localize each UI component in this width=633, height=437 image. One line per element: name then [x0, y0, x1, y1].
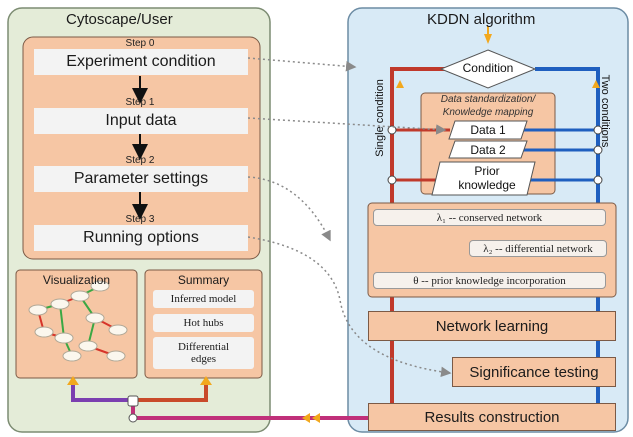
- theta-pill[interactable]: θ -- prior knowledge incorporation: [373, 272, 606, 289]
- data1-shape: [448, 120, 528, 140]
- summary-item-inferred-model[interactable]: Inferred model: [153, 290, 254, 308]
- single-condition-label: Single condition: [374, 79, 386, 157]
- step2-label: Step 2: [125, 155, 155, 166]
- step3-box[interactable]: Running options: [34, 225, 248, 251]
- data2-text: Data 2: [470, 143, 506, 157]
- left-panel-title: Cytoscape/User: [66, 11, 173, 28]
- data2-shape: [448, 140, 528, 159]
- two-conditions-line: [535, 67, 600, 418]
- step1-label: Step 1: [125, 97, 155, 108]
- step2-box[interactable]: Parameter settings: [34, 166, 248, 192]
- step3-text: Running options: [83, 229, 199, 246]
- lambda1-pill[interactable]: λ₁ -- conserved network: [373, 209, 606, 226]
- data-block-title: Data standardization/ Knowledge mapping: [440, 94, 536, 118]
- network-graph: [28, 280, 128, 362]
- step1-box[interactable]: Input data: [34, 108, 248, 134]
- arrow-left-results: [302, 413, 310, 423]
- summary-title: Summary: [177, 273, 230, 287]
- condition-label: Condition: [462, 61, 514, 75]
- summary-item-differential-edges[interactable]: Differential edges: [153, 337, 254, 369]
- link-step3: [247, 236, 452, 378]
- junction: [127, 395, 139, 407]
- right-panel-title: KDDN algorithm: [427, 11, 536, 28]
- condition-diamond: [439, 49, 537, 89]
- two-conditions-label: Two conditions: [599, 74, 611, 148]
- step3-label: Step 3: [125, 214, 155, 225]
- network-learning-box[interactable]: Network learning: [368, 311, 616, 341]
- link-step2: [247, 176, 331, 242]
- single-condition-line: [390, 67, 455, 418]
- data1-text: Data 1: [470, 123, 506, 137]
- visualization-box: [15, 269, 138, 379]
- lambda2-pill[interactable]: λ₂ -- differential network: [469, 240, 607, 257]
- prior-text: Prior knowledge: [458, 164, 516, 192]
- result-line-orange: [136, 383, 208, 402]
- arrow-up-visualization: [67, 376, 79, 385]
- step0-text: Experiment condition: [66, 53, 216, 70]
- arrow-down-condition: [484, 34, 492, 44]
- summary-item-hot-hubs[interactable]: Hot hubs: [153, 314, 254, 332]
- prior-shape: [431, 161, 536, 196]
- visualization-title: Visualization: [42, 273, 111, 287]
- step1-text: Input data: [105, 112, 177, 129]
- step2-text: Parameter settings: [73, 170, 209, 187]
- arrow-up-summary: [200, 376, 212, 385]
- result-line-purple: [71, 383, 130, 402]
- step0-label: Step 0: [125, 38, 155, 49]
- results-construction-box[interactable]: Results construction: [368, 403, 616, 431]
- step0-box[interactable]: Experiment condition: [34, 49, 248, 75]
- significance-testing-box[interactable]: Significance testing: [452, 357, 616, 387]
